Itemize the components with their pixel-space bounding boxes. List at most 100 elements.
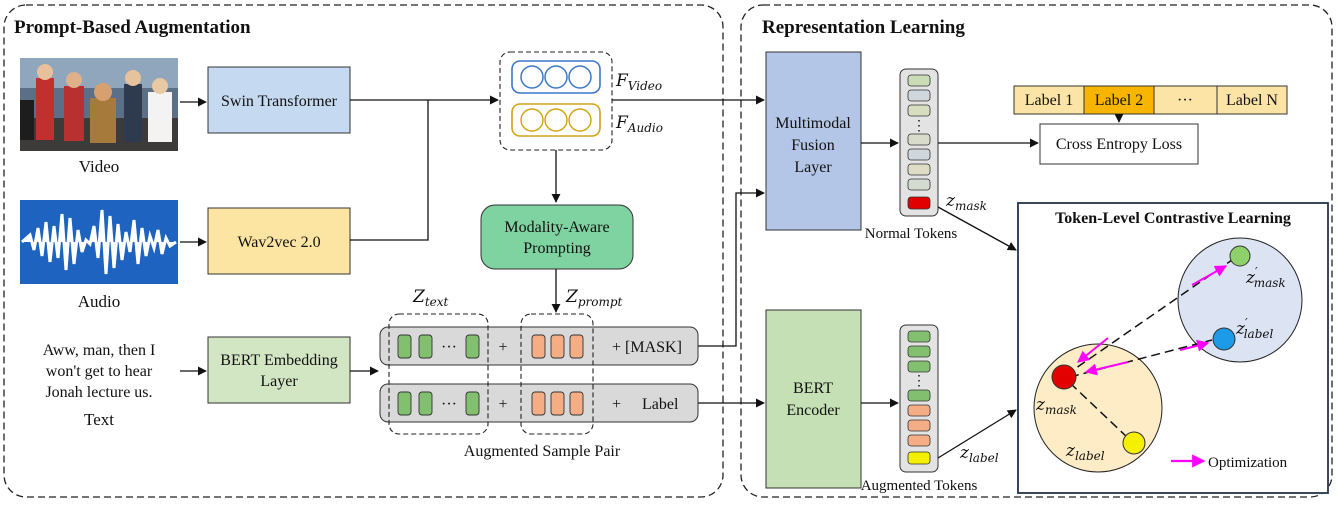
label-cell-2 [1083,85,1155,115]
representation-learning-title: Representation Learning [762,17,965,38]
z-mask-dot [1051,364,1077,390]
audio-feature-node [544,108,568,132]
z-label-dot [1122,431,1146,455]
normal-token [907,104,931,117]
arrow-label-token-to-contrastive [937,409,1017,459]
contrastive-learning-title: Token-Level Contrastive Learning [1055,210,1291,227]
z-label-prime-dot [1212,327,1236,351]
f-video-label: FVideo [615,71,662,93]
prompting-label-line-2: Prompting [523,240,591,257]
row2-ellipsis: ··· [441,396,457,413]
modality-aware-prompting-box [480,204,634,270]
video-caption: Video [79,157,120,176]
augmented-token [907,434,931,447]
optimization-arrow [1084,361,1129,376]
row2-label-tail: Label [642,396,679,413]
normal-token [907,89,931,102]
augmented-token [907,345,931,358]
row1-mask-tail: + [MASK] [612,339,682,356]
augmented-tokens-caption: Augmented Tokens [861,478,978,494]
bert-encoder-label-line-2: Encoder [786,402,840,419]
normal-tokens-caption: Normal Tokens [865,226,958,242]
normal-token [907,163,931,176]
z-mask-dot-label: zmask [1035,395,1077,417]
optimization-arrow [1191,265,1228,286]
prompting-label-line-1: Modality-Aware [504,219,609,236]
text-token [465,391,480,416]
wav2vec-box [207,207,351,275]
augmented-token [907,330,931,343]
label-cell-n [1216,85,1288,115]
arrow-mask-row-to-fusion [698,188,765,347]
audio-feature-node [520,108,544,132]
prompt-token [531,334,546,359]
text-token [397,391,412,416]
dashed-mask-to-label-prime [1069,339,1213,378]
prompt-token [569,334,584,359]
feature-container [499,51,613,151]
optimization-legend-label: Optimization [1208,455,1288,471]
augmented-token [907,404,931,417]
fusion-label-line-1: Multimodal [775,115,851,132]
text-token-group [388,313,489,435]
normal-token [907,133,931,146]
label-1-text: Label 1 [1025,92,1073,109]
z-label-dot-label: zlabel [1065,441,1105,463]
prompt-token [569,391,584,416]
augmented-token [907,389,931,402]
video-feature-node [568,65,592,89]
normal-token [907,178,931,191]
normal-token-stack: ⋮ [907,74,931,210]
anchor-space-circle [1177,237,1303,363]
label-n-text: Label N [1226,92,1278,109]
bert-encoder-label-line-1: BERT [793,380,833,397]
text-sample-line-3: Jonah lecture us. [45,384,152,401]
audio-caption: Audio [78,292,121,311]
augmented-token-ellipsis: ⋮ [912,374,926,389]
z-label-token-label: zlabel [959,443,999,465]
representation-learning-frame [740,4,1333,498]
label-token [907,451,931,465]
text-sample-line-1: Aww, man, then I [43,342,156,359]
normal-token-ellipsis: ⋮ [912,119,926,134]
video-feature-node [520,65,544,89]
f-audio-label: FAudio [615,113,663,135]
z-label-prime-label: z′label [1235,316,1273,341]
audio-waveform [20,200,178,284]
bert-embedding-label-line-2: Layer [260,373,298,390]
row2-plus: + [498,396,507,413]
z-mask-prime-label: z′mask [1245,265,1286,290]
fusion-label-line-2: Fusion [791,137,835,154]
multimodal-fusion-box [765,51,862,231]
row1-ellipsis: ··· [441,339,457,356]
prompt-token [531,391,546,416]
z-text-label: Ztext [412,287,449,309]
label-cell-1 [1013,85,1085,115]
bert-encoder-box [765,309,862,489]
row2-tail-plus: + [612,396,621,413]
arrow-mask-token-to-contrastive [937,206,1017,251]
text-sample-line-2: won't get to hear [46,363,153,380]
augmented-token [907,419,931,432]
optimization-arrow [1077,337,1109,363]
arrow-wav2vec-to-features [350,100,429,241]
text-token [465,334,480,359]
video-thumbnail [20,58,178,151]
bert-embedding-label-line-1: BERT Embedding [220,352,337,369]
z-prompt-label: Zprompt [565,287,623,309]
augmented-token [907,360,931,373]
fusion-label-line-3: Layer [794,159,832,176]
prompt-token-group [520,313,594,435]
audio-feature-node [568,108,592,132]
swin-transformer-label: Swin Transformer [221,93,338,110]
label-cell-ellipsis [1153,85,1218,115]
bert-embedding-box [207,336,351,404]
video-feature-node [544,65,568,89]
z-mask-token-label: zmask [945,191,987,213]
label-2-text: Label 2 [1095,92,1143,109]
optimization-arrow [1179,339,1210,352]
prompt-augmentation-frame [3,4,724,498]
augmented-token-stack: ⋮ [907,330,931,465]
